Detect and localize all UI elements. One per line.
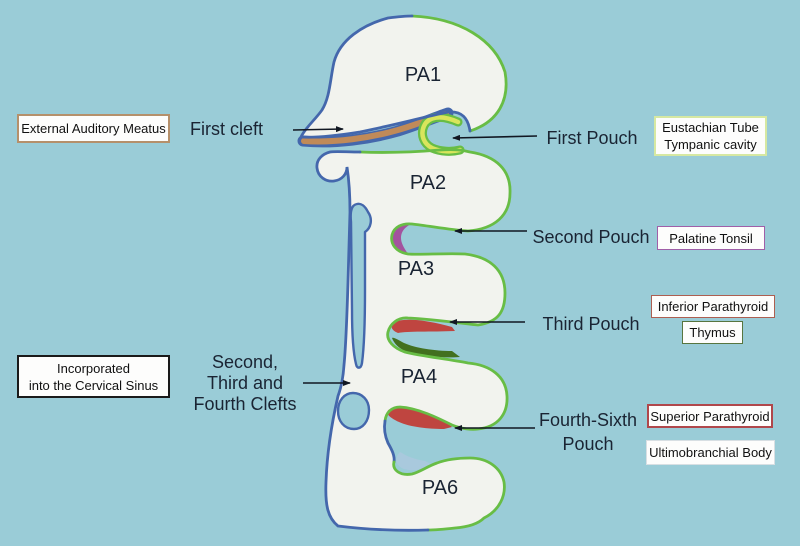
- eustachian-tympanic-box: Eustachian Tube Tympanic cavity: [654, 116, 767, 156]
- third-pouch-label: Third Pouch: [542, 314, 640, 334]
- superior-parathyroid-text: Superior Parathyroid: [650, 408, 770, 424]
- first-pouch-arrow: [452, 134, 538, 141]
- pa1-outline-blue: [298, 14, 472, 139]
- external-auditory-meatus-text: External Auditory Meatus: [21, 121, 166, 136]
- first-cleft-arrow: [292, 126, 344, 133]
- pa2-label: PA2: [410, 172, 446, 194]
- incorporated-line2: into the Cervical Sinus: [28, 377, 159, 393]
- incorporated-line1: Incorporated: [57, 360, 130, 376]
- cervical-sinus-channel: [349, 202, 373, 369]
- pa6-label: PA6: [422, 477, 458, 499]
- second-pouch-lining: [391, 223, 412, 254]
- ultimobranchial-body-text: Ultimobranchial Body: [649, 445, 772, 460]
- eustachian-line1: Eustachian Tube: [662, 120, 759, 135]
- pa1-label: PA1: [405, 64, 441, 86]
- clefts-line2: Third and: [206, 373, 284, 393]
- thymus-text: Thymus: [689, 325, 736, 340]
- thymus-box: Thymus: [682, 321, 743, 344]
- pa3-label: PA3: [398, 258, 434, 280]
- palatine-tonsil-box: Palatine Tonsil: [657, 226, 765, 250]
- first-pouch-lining: [420, 115, 463, 154]
- fourth-pouch-lining: [387, 407, 452, 429]
- pa4-label: PA4: [401, 366, 437, 388]
- external-auditory-meatus-box: External Auditory Meatus: [17, 114, 170, 143]
- ultimobranchial-lining: [396, 452, 431, 471]
- fourth-sixth-pouch-label: Fourth-Sixth Pouch: [532, 408, 644, 456]
- clefts-line3: Fourth Clefts: [193, 394, 297, 414]
- lower-arches-outline-blue: [315, 150, 430, 532]
- second-pouch-label: Second Pouch: [532, 227, 650, 247]
- cleft-pocket: [336, 391, 371, 431]
- superior-parathyroid-box: Superior Parathyroid: [647, 404, 773, 428]
- fourth-sixth-line1: Fourth-Sixth: [538, 410, 638, 430]
- ultimobranchial-body-box: Ultimobranchial Body: [646, 440, 775, 465]
- first-pouch-label: First Pouch: [546, 128, 638, 148]
- pa6-outline-green: [392, 456, 506, 532]
- lower-arches-outline-blue-mid: [383, 419, 396, 464]
- lower-arches-outline-green: [358, 148, 512, 431]
- incorporated-cervical-sinus-box: Incorporated into the Cervical Sinus: [17, 355, 170, 398]
- clefts-line1: Second,: [211, 352, 279, 372]
- clefts-label: Second, Third and Fourth Clefts: [190, 352, 300, 415]
- inferior-parathyroid-box: Inferior Parathyroid: [651, 295, 775, 318]
- palatine-tonsil-text: Palatine Tonsil: [669, 230, 753, 246]
- pa1-shape: [301, 16, 507, 138]
- pa1-outline-green: [410, 14, 508, 133]
- fourth-sixth-line2: Pouch: [562, 434, 614, 454]
- eustachian-line2: Tympanic cavity: [664, 137, 757, 152]
- first-cleft-label: First cleft: [190, 119, 264, 139]
- inferior-parathyroid-text: Inferior Parathyroid: [657, 299, 769, 314]
- third-pouch-superior-lining: [391, 319, 455, 333]
